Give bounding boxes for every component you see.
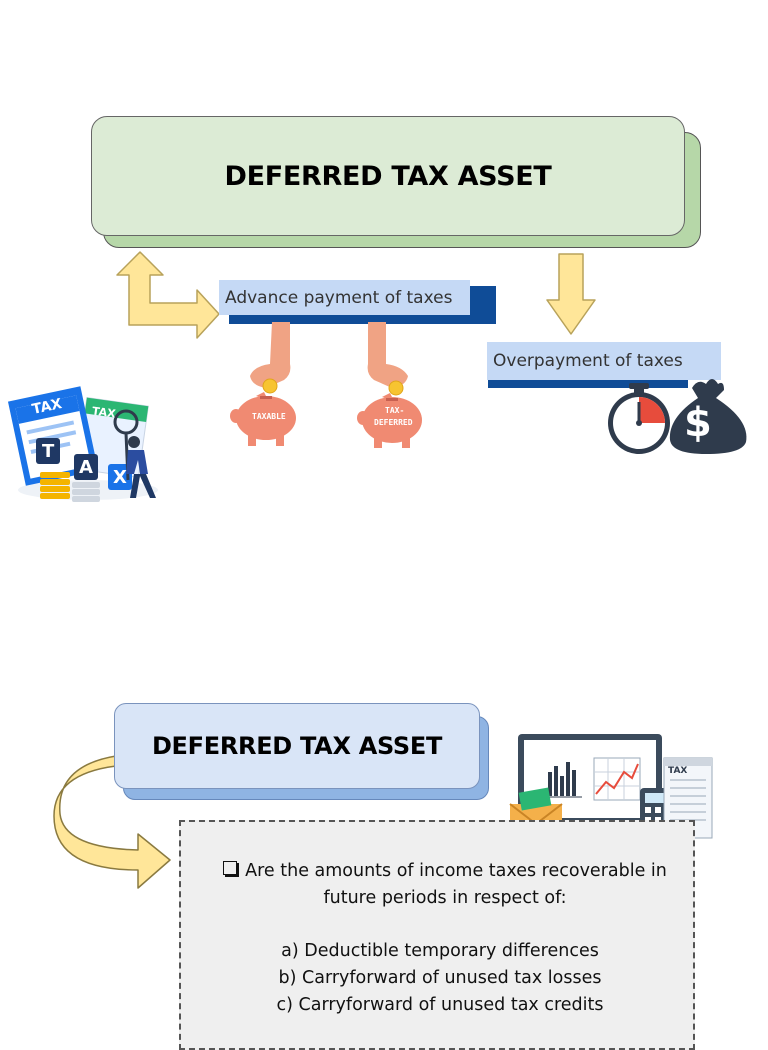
tax-documents-illustration [8, 386, 158, 502]
checkbox-bullet-icon [223, 861, 238, 875]
tile-t-icon [36, 438, 60, 464]
taxable-pig-label: TAXABLE [252, 412, 286, 421]
definition-box [179, 820, 695, 1050]
title-box: DEFERRED TAX ASSET [91, 116, 685, 236]
money-bag-icon [669, 379, 747, 454]
tax-sheet-label: TAX [668, 766, 688, 776]
down-arrow-icon [546, 253, 596, 335]
title2-box: DEFERRED TAX ASSET [114, 703, 480, 789]
list-item: c) Carryforward of unused tax credits [276, 995, 604, 1015]
list-item: a) Deductible temporary differences [281, 941, 599, 961]
tax-deferred-piggy-icon [357, 393, 422, 448]
person-icon [126, 436, 156, 498]
curved-arrow-icon [53, 755, 171, 889]
tile-letter-a: A [79, 457, 93, 478]
tile-letter-x: X [113, 467, 127, 488]
definition-text: Are the amounts of income taxes recovera… [210, 858, 680, 912]
tile-x-icon [108, 464, 132, 490]
piggy-banks-illustration [230, 322, 422, 448]
coin-stack-icon [40, 472, 100, 502]
diagram2-title: DEFERRED TAX ASSET [151, 732, 443, 760]
tile-letter-t: T [42, 441, 55, 462]
elbow-arrow-icon [116, 251, 220, 339]
overpayment-label: Overpayment of taxes [487, 342, 721, 380]
advance-payment-label: Advance payment of taxes [219, 280, 470, 315]
advance-payment-text: Advance payment of taxes [225, 287, 453, 308]
line-chart-icon [593, 757, 641, 801]
money-bag-symbol: $ [684, 400, 712, 446]
stopwatch-moneybag-illustration [608, 379, 747, 454]
diagram-title: DEFERRED TAX ASSET [224, 160, 552, 192]
tax-deferred-pig-label-1: TAX- [385, 406, 405, 415]
tile-a-icon [74, 454, 98, 480]
list-item: b) Carryforward of unused tax losses [278, 968, 602, 988]
stopwatch-icon [608, 383, 670, 454]
tax-deferred-pig-label-2: DEFERRED [374, 418, 413, 427]
definition-list: a) Deductible temporary differences b) C… [190, 938, 690, 1019]
overpayment-text: Overpayment of taxes [493, 351, 683, 371]
definition-line-1: Are the amounts of income taxes recovera… [210, 858, 680, 885]
definition-line-2: future periods in respect of: [323, 888, 567, 908]
taxable-piggy-icon [230, 392, 296, 446]
bar-chart-icon [544, 762, 582, 798]
